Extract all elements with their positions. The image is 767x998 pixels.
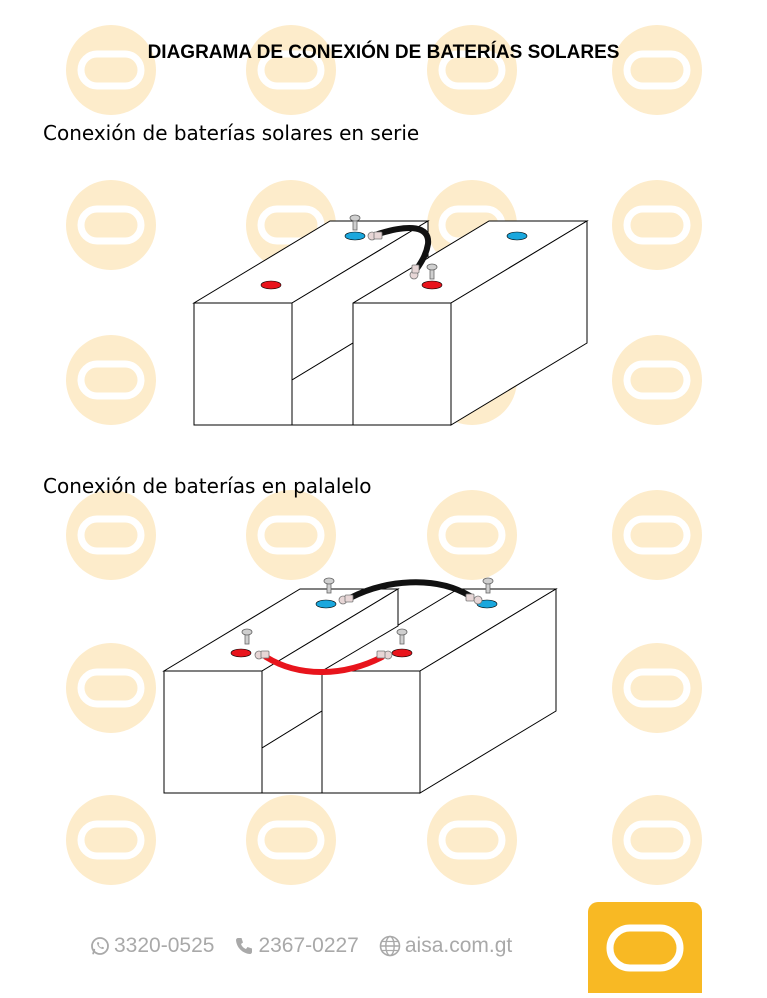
brand-logo <box>588 902 702 993</box>
watermark-logo <box>66 490 156 580</box>
watermark-logo <box>66 25 156 115</box>
watermark-logo <box>246 25 336 115</box>
watermark-logo <box>246 795 336 885</box>
whatsapp-number: 3320-0525 <box>114 934 215 957</box>
watermark-logo <box>612 25 702 115</box>
watermark-logo <box>66 335 156 425</box>
phone-contact[interactable]: 2367-0227 <box>234 934 359 958</box>
positive-terminal <box>260 280 282 290</box>
parallel-diagram <box>162 577 558 794</box>
phone-icon <box>236 938 253 954</box>
black-cable <box>347 579 473 601</box>
battery-right <box>351 220 589 426</box>
terminal-post <box>349 214 361 231</box>
red-cable <box>263 654 385 675</box>
watermark-logo <box>66 795 156 885</box>
positive-terminal <box>391 648 413 658</box>
positive-terminal <box>230 648 252 658</box>
cable-lug <box>254 593 483 660</box>
watermark-logo <box>66 643 156 733</box>
parallel-heading: Conexión de baterías en palalelo <box>43 474 372 498</box>
black-cable <box>375 225 432 273</box>
terminal-post <box>241 577 494 645</box>
watermark-logo <box>612 490 702 580</box>
cable-lug <box>367 231 420 280</box>
battery-left <box>192 220 430 426</box>
watermark-logo <box>246 490 336 580</box>
whatsapp-contact[interactable]: 3320-0525 <box>90 934 214 958</box>
globe-icon <box>379 935 401 957</box>
footer-contacts: 3320-0525 2367-0227 aisa.com.gt <box>90 930 512 962</box>
negative-terminal <box>315 599 337 609</box>
battery-left <box>162 588 400 794</box>
website-link[interactable]: aisa.com.gt <box>379 934 512 958</box>
phone-number: 2367-0227 <box>258 934 359 957</box>
brand-logo-icon <box>606 924 684 972</box>
whatsapp-icon <box>91 937 109 955</box>
negative-terminal <box>506 231 528 241</box>
battery-right <box>320 588 558 794</box>
terminal-post <box>426 263 438 280</box>
page-title: DIAGRAMA DE CONEXIÓN DE BATERÍAS SOLARES <box>147 42 620 63</box>
positive-terminal <box>421 280 443 290</box>
series-heading: Conexión de baterías solares en serie <box>43 121 420 145</box>
watermark-logo <box>612 795 702 885</box>
series-diagram <box>192 214 589 426</box>
watermark-logo <box>427 795 517 885</box>
negative-terminal <box>344 231 366 241</box>
watermark-logo <box>427 25 517 115</box>
watermark-logo <box>612 180 702 270</box>
watermark-logo <box>612 643 702 733</box>
watermark-logo <box>66 180 156 270</box>
website-url: aisa.com.gt <box>404 934 513 957</box>
watermark-logo <box>427 490 517 580</box>
watermark-logo <box>612 335 702 425</box>
